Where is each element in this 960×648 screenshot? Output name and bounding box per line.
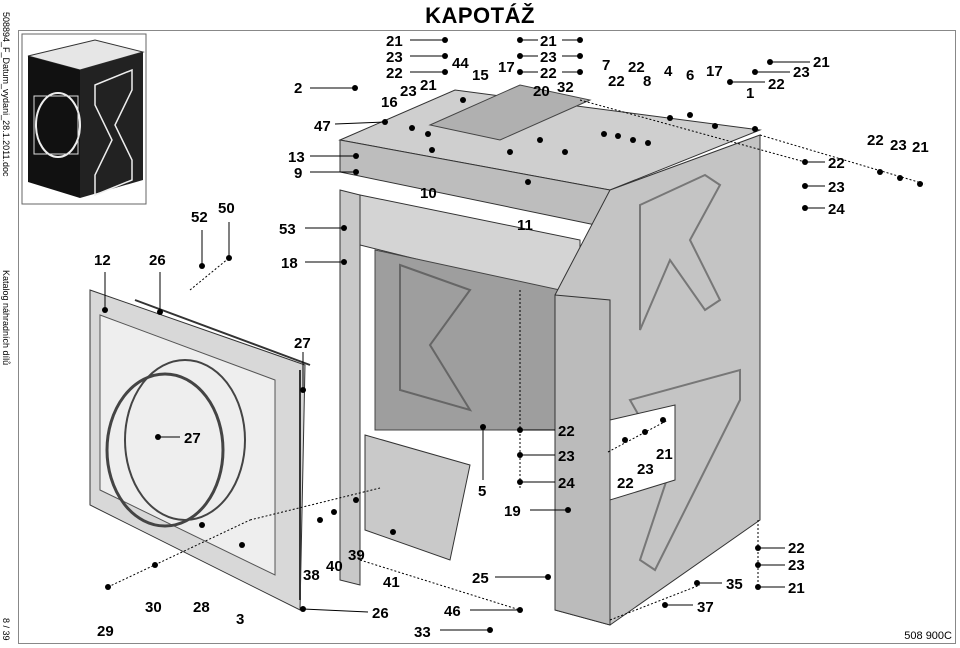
part-label: 1 [746,85,754,102]
part-label: 10 [420,185,437,202]
part-label: 47 [314,118,331,135]
part-label: 22 [867,132,884,149]
drawing-frame [18,30,956,644]
part-label: 23 [890,137,907,154]
part-label: 23 [793,64,810,81]
part-label: 21 [788,580,805,597]
page-title: KAPOTÁŽ [425,3,535,28]
leader-lines [104,39,825,631]
part-label: 22 [617,475,634,492]
part-label: 26 [372,605,389,622]
part-label: 29 [97,623,114,640]
part-label: 8 [643,73,651,90]
cabinet-body [339,134,761,626]
part-label: 5 [478,483,486,500]
part-label: 21 [386,33,403,50]
image-code: 508 900C [904,630,952,642]
part-label: 17 [498,59,515,76]
dotted-leaders [107,99,926,621]
part-labels: 21 23 22 44 21 23 17 22 15 7 22 22 8 4 6… [94,33,929,641]
part-label: 9 [294,165,302,182]
part-label: 12 [94,252,111,269]
part-label: 23 [386,49,403,66]
thumbnail-inset [21,33,147,205]
top-cover [338,84,762,229]
part-label: 22 [788,540,805,557]
part-label: 21 [813,54,830,71]
part-label: 46 [444,603,461,620]
part-label: 23 [637,461,654,478]
part-label: 15 [472,67,489,84]
part-label: 21 [912,139,929,156]
part-label: 2 [294,80,302,97]
part-label: 22 [386,65,403,82]
part-label: 23 [400,83,417,100]
part-label: 16 [381,94,398,111]
part-label: 21 [540,33,557,50]
part-label: 25 [472,570,489,587]
part-label: 28 [193,599,210,616]
part-label: 3 [236,611,244,628]
part-label: 7 [602,57,610,74]
part-label: 24 [828,201,845,218]
part-label: 21 [420,77,437,94]
part-label: 13 [288,149,305,166]
part-label: 27 [294,335,311,352]
part-label: 19 [504,503,521,520]
part-label: 22 [540,65,557,82]
part-label: 4 [664,63,673,80]
lower-door-panel [364,434,471,561]
part-label: 24 [558,475,575,492]
part-label: 38 [303,567,320,584]
part-label: 20 [533,83,550,100]
part-label: 27 [184,430,201,447]
part-label: 23 [558,448,575,465]
part-label: 18 [281,255,298,272]
part-label: 22 [768,76,785,93]
part-label: 41 [383,574,400,591]
part-label: 22 [558,423,575,440]
part-label: 23 [540,49,557,66]
part-label: 40 [326,558,343,575]
part-label: 23 [828,179,845,196]
part-label: 22 [828,155,845,172]
part-label: 32 [557,79,574,96]
part-label: 26 [149,252,166,269]
part-label: 22 [628,59,645,76]
part-label: 21 [656,446,673,463]
part-label: 6 [686,67,694,84]
part-label: 52 [191,209,208,226]
part-label: 39 [348,547,365,564]
part-label: 11 [517,217,533,234]
part-label: 30 [145,599,162,616]
front-panel [89,289,311,611]
part-label: 37 [697,599,714,616]
part-label: 44 [452,55,469,72]
part-label: 33 [414,624,431,641]
part-label: 50 [218,200,235,217]
part-label: 23 [788,557,805,574]
part-label: 22 [608,73,625,90]
part-label: 35 [726,576,743,593]
part-label: 17 [706,63,723,80]
part-label: 53 [279,221,296,238]
